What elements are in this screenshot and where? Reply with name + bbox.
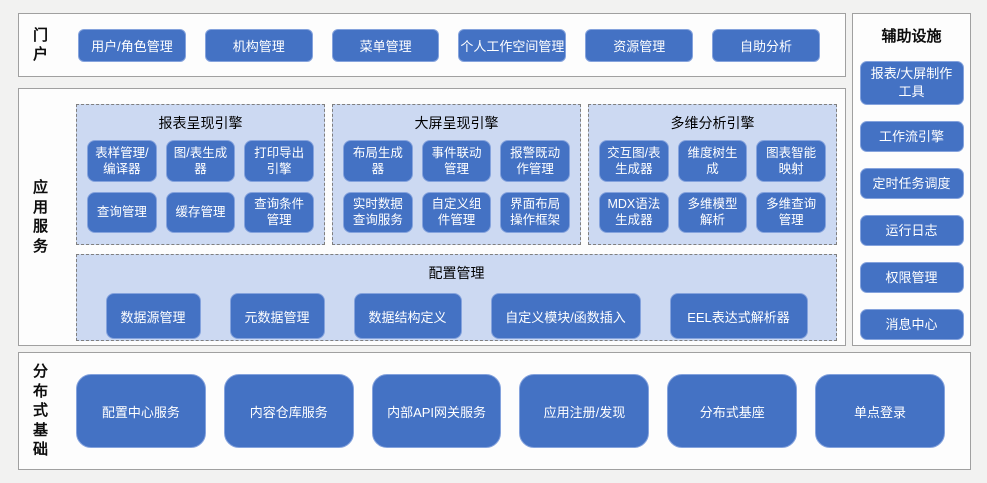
- node-run-log: 运行日志: [859, 215, 964, 246]
- node-style-mgmt-compiler: 表样管理/编译器: [87, 140, 157, 182]
- node-self-service-analysis: 自助分析: [712, 28, 820, 62]
- node-report-dashboard-authoring-tool: 报表/大屏制作工具: [859, 61, 964, 105]
- auxiliary-items-column: 报表/大屏制作工具 工作流引擎 定时任务调度 运行日志 权限管理 消息中心: [853, 46, 970, 340]
- node-event-linkage-mgmt: 事件联动管理: [421, 140, 492, 182]
- panel-title-report-engine: 报表呈现引擎: [158, 115, 243, 131]
- app-services-section: 应用服务 报表呈现引擎 表样管理/编译器 图/表生成器 打印导出引擎 查询管理 …: [18, 88, 846, 346]
- node-multidim-model-parsing: 多维模型解析: [677, 191, 748, 233]
- node-ui-layout-framework: 界面布局操作框架: [500, 191, 570, 233]
- panel-grid-report-engine: 表样管理/编译器 图/表生成器 打印导出引擎 查询管理 缓存管理 查询条件管理: [77, 140, 324, 244]
- node-mdx-syntax-generator: MDX语法生成器: [599, 191, 669, 233]
- app-services-label-holder: 应用服务: [19, 89, 67, 345]
- panel-olap-engine: 多维分析引擎 交互图/表生成器 维度树生成 图表智能映射 MDX语法生成器 多维…: [588, 104, 837, 245]
- node-query-condition-mgmt: 查询条件管理: [244, 191, 314, 233]
- node-single-sign-on: 单点登录: [815, 374, 945, 448]
- node-distributed-base: 分布式基座: [667, 374, 798, 448]
- node-data-structure-definition: 数据结构定义: [353, 293, 462, 339]
- auxiliary-section-title: 辅助设施: [881, 28, 942, 45]
- panel-grid-olap-engine: 交互图/表生成器 维度树生成 图表智能映射 MDX语法生成器 多维模型解析 多维…: [589, 140, 836, 244]
- portal-section-label: 门户: [32, 26, 48, 64]
- node-menu-mgmt: 菜单管理: [331, 28, 440, 62]
- node-datasource-mgmt: 数据源管理: [105, 293, 201, 339]
- node-org-mgmt: 机构管理: [204, 28, 313, 62]
- panel-report-engine: 报表呈现引擎 表样管理/编译器 图/表生成器 打印导出引擎 查询管理 缓存管理 …: [76, 104, 325, 245]
- panel-title-olap-engine: 多维分析引擎: [670, 115, 755, 131]
- node-cache-mgmt: 缓存管理: [165, 191, 236, 233]
- node-workflow-engine: 工作流引擎: [859, 121, 964, 152]
- node-config-center-service: 配置中心服务: [76, 374, 206, 448]
- engine-panels-row: 报表呈现引擎 表样管理/编译器 图/表生成器 打印导出引擎 查询管理 缓存管理 …: [76, 104, 837, 245]
- portal-label-holder: 门户: [19, 14, 67, 76]
- distributed-section-label: 分布式基础: [32, 363, 48, 459]
- node-dimension-tree-generation: 维度树生成: [677, 140, 748, 182]
- node-permission-mgmt: 权限管理: [859, 262, 964, 293]
- node-user-role-mgmt: 用户/角色管理: [78, 28, 186, 62]
- node-custom-module-function-insert: 自定义模块/函数插入: [490, 293, 641, 339]
- node-realtime-data-query-service: 实时数据查询服务: [343, 191, 413, 233]
- panel-dashboard-engine: 大屏呈现引擎 布局生成器 事件联动管理 报警既动作管理 实时数据查询服务 自定义…: [332, 104, 581, 245]
- node-custom-component-mgmt: 自定义组件管理: [421, 191, 492, 233]
- auxiliary-section: 辅助设施 报表/大屏制作工具 工作流引擎 定时任务调度 运行日志 权限管理 消息…: [852, 13, 971, 346]
- panel-grid-dashboard-engine: 布局生成器 事件联动管理 报警既动作管理 实时数据查询服务 自定义组件管理 界面…: [333, 140, 580, 244]
- node-content-repo-service: 内容仓库服务: [223, 374, 354, 448]
- node-scheduled-task-scheduling: 定时任务调度: [859, 168, 964, 199]
- node-chart-smart-mapping: 图表智能映射: [756, 140, 826, 182]
- node-eel-expression-parser: EEL表达式解析器: [669, 293, 808, 339]
- node-interactive-chart-generator: 交互图/表生成器: [599, 140, 669, 182]
- node-multidim-query-mgmt: 多维查询管理: [756, 191, 826, 233]
- node-internal-api-gateway-service: 内部API网关服务: [371, 374, 502, 448]
- app-services-content: 报表呈现引擎 表样管理/编译器 图/表生成器 打印导出引擎 查询管理 缓存管理 …: [67, 89, 845, 345]
- node-metadata-mgmt: 元数据管理: [229, 293, 325, 339]
- distributed-label-holder: 分布式基础: [19, 353, 69, 469]
- portal-items-row: 用户/角色管理 机构管理 菜单管理 个人工作空间管理 资源管理 自助分析: [67, 14, 845, 76]
- node-query-mgmt: 查询管理: [87, 191, 157, 233]
- node-chart-table-generator: 图/表生成器: [165, 140, 236, 182]
- node-layout-generator: 布局生成器: [343, 140, 413, 182]
- distributed-items-row: 配置中心服务 内容仓库服务 内部API网关服务 应用注册/发现 分布式基座 单点…: [69, 353, 970, 469]
- node-message-center: 消息中心: [859, 309, 964, 340]
- portal-section: 门户 用户/角色管理 机构管理 菜单管理 个人工作空间管理 资源管理 自助分析: [18, 13, 846, 77]
- app-services-section-label: 应用服务: [32, 179, 48, 255]
- config-items-row: 数据源管理 元数据管理 数据结构定义 自定义模块/函数插入 EEL表达式解析器: [77, 290, 836, 339]
- node-app-registration-discovery: 应用注册/发现: [519, 374, 650, 448]
- panel-title-config-mgmt: 配置管理: [428, 265, 485, 281]
- distributed-foundation-section: 分布式基础 配置中心服务 内容仓库服务 内部API网关服务 应用注册/发现 分布…: [18, 352, 971, 470]
- panel-config-mgmt: 配置管理 数据源管理 元数据管理 数据结构定义 自定义模块/函数插入 EEL表达…: [76, 254, 837, 341]
- node-print-export-engine: 打印导出引擎: [244, 140, 314, 182]
- node-alarm-action-mgmt: 报警既动作管理: [500, 140, 570, 182]
- node-personal-workspace-mgmt: 个人工作空间管理: [458, 28, 567, 62]
- node-resource-mgmt: 资源管理: [585, 28, 694, 62]
- panel-title-dashboard-engine: 大屏呈现引擎: [414, 115, 499, 131]
